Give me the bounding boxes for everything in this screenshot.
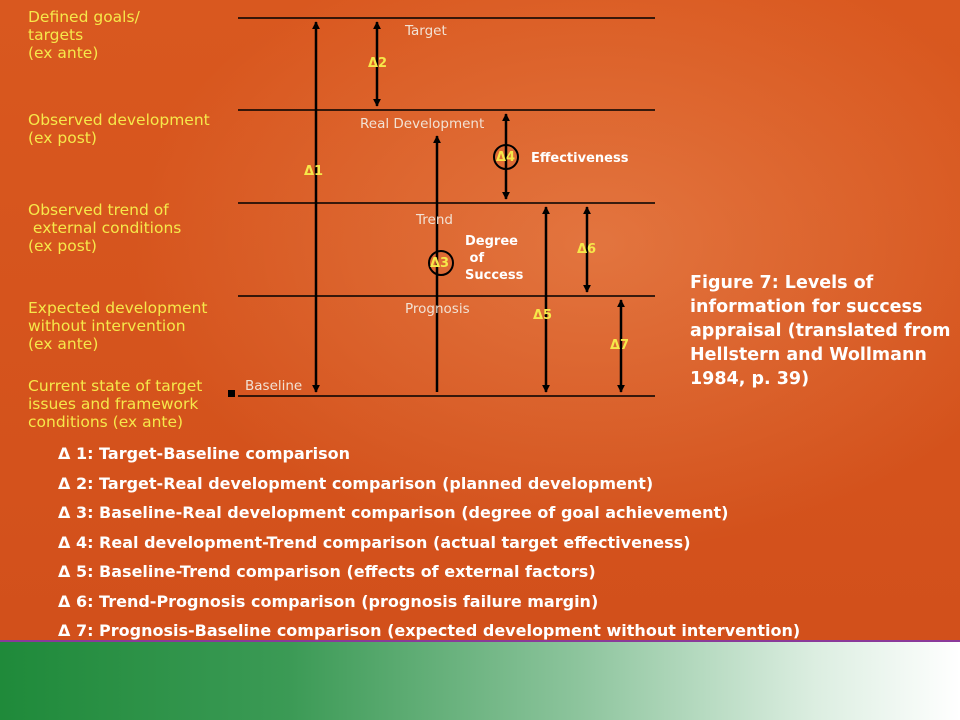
delta7-label: Δ7 [610, 338, 630, 353]
prognosis-label: Prognosis [405, 301, 470, 317]
baseline-marker [228, 390, 235, 397]
legend-item-delta2: Δ 2: Target-Real development comparison … [58, 473, 654, 493]
delta-legend: Δ 1: Target-Baseline comparison Δ 2: Tar… [58, 439, 800, 646]
delta4-label: Δ4 [496, 150, 516, 165]
legend-item-delta7: Δ 7: Prognosis-Baseline comparison (expe… [58, 621, 801, 640]
level-label-expected: Expected development without interventio… [28, 299, 208, 353]
degree-of-success-label: Degree of Success [465, 234, 524, 283]
trend-label: Trend [416, 212, 453, 228]
delta6-label: Δ6 [577, 242, 597, 257]
legend-item-delta4: Δ 4: Real development-Trend comparison (… [58, 532, 691, 552]
slide-background [0, 0, 960, 640]
level-label-current: Current state of target issues and frame… [28, 377, 203, 431]
level-label-observed: Observed development (ex post) [28, 111, 210, 147]
level-label-trend: Observed trend of external conditions (e… [28, 201, 182, 255]
delta3-circle [428, 250, 454, 276]
footer-gradient-bar [0, 640, 960, 720]
legend-item-delta3: Δ 3: Baseline-Real development compariso… [58, 503, 729, 522]
delta3-label: Δ3 [430, 256, 450, 271]
legend-item-delta5: Δ 5: Baseline-Trend comparison (effects … [58, 562, 596, 581]
delta2-label: Δ2 [368, 56, 388, 71]
target-label: Target [405, 23, 447, 39]
baseline-label: Baseline [245, 378, 303, 394]
delta5-label: Δ5 [533, 308, 553, 323]
level-label-goals: Defined goals/ targets (ex ante) [28, 8, 140, 62]
real-development-label: Real Development [360, 116, 485, 132]
legend-item-delta6: Δ 6: Trend-Prognosis comparison (prognos… [58, 591, 599, 611]
delta1-label: Δ1 [304, 164, 324, 179]
effectiveness-label: Effectiveness [531, 151, 629, 166]
delta4-circle [493, 144, 519, 170]
levels-diagram [228, 17, 655, 397]
legend-item-delta1: Δ 1: Target-Baseline comparison [58, 444, 351, 463]
figure-caption: Figure 7: Levels of information for succ… [690, 273, 951, 389]
footer-divider [0, 640, 960, 642]
